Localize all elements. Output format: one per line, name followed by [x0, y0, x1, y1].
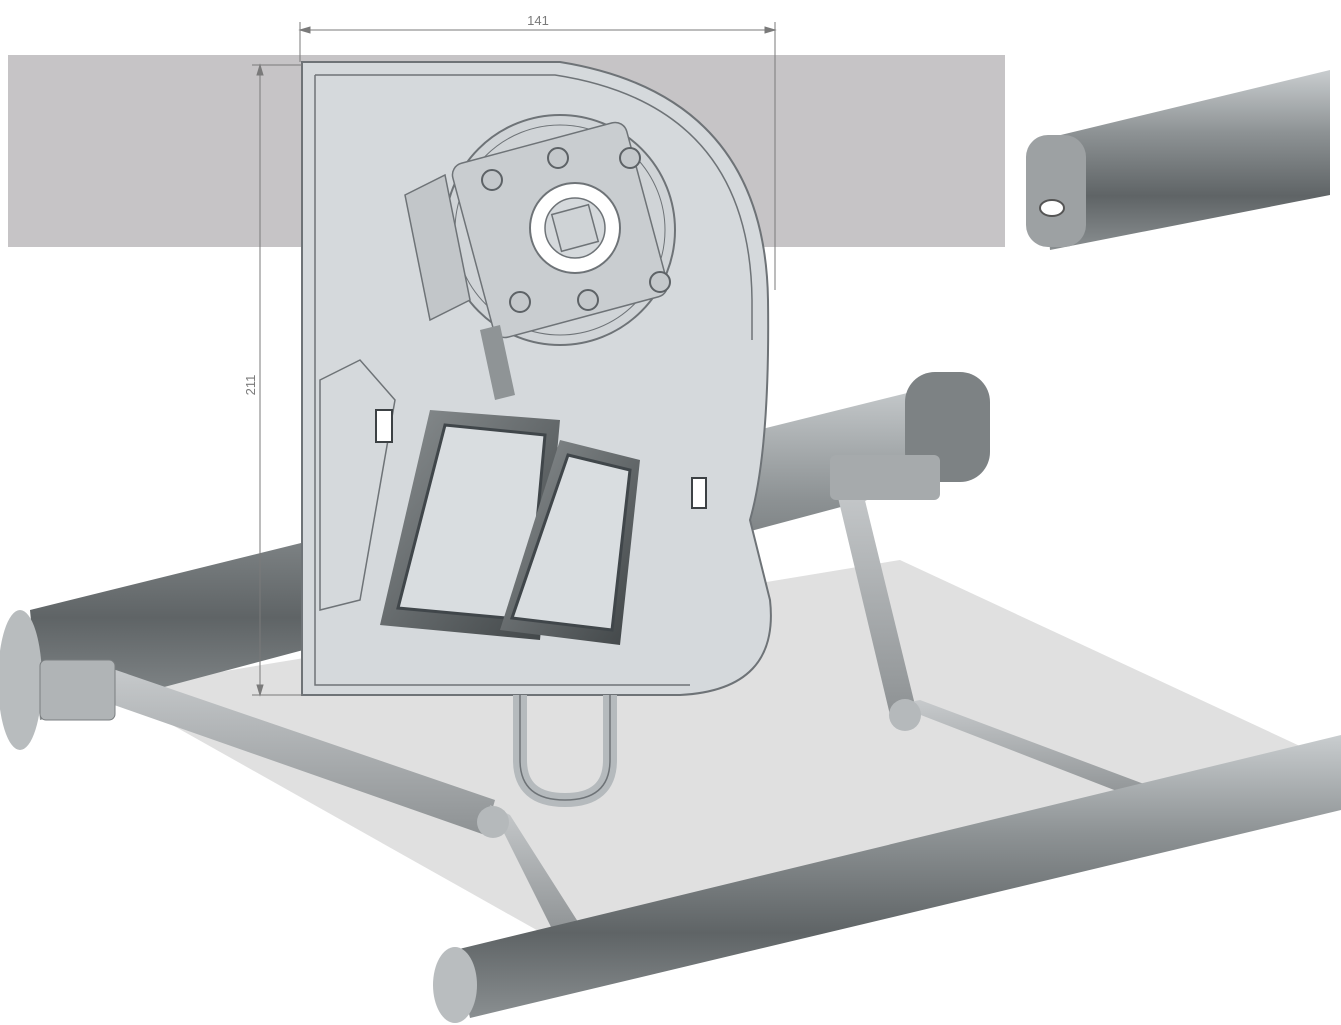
front-load-bar: [433, 735, 1341, 1023]
bolt-holes: [481, 147, 671, 313]
upper-roller-segment: [1026, 70, 1330, 250]
left-wall-bracket: [39, 659, 116, 721]
motor-block-right: [500, 440, 640, 645]
height-dimension-label: 211: [243, 375, 258, 396]
width-dimension: [298, 22, 777, 290]
height-dimension: [252, 63, 302, 697]
right-folding-arm: [830, 455, 1160, 800]
width-dimension-label: 141: [527, 13, 549, 28]
left-folding-arm: [100, 668, 580, 935]
cassette-cross-section: [301, 61, 772, 808]
